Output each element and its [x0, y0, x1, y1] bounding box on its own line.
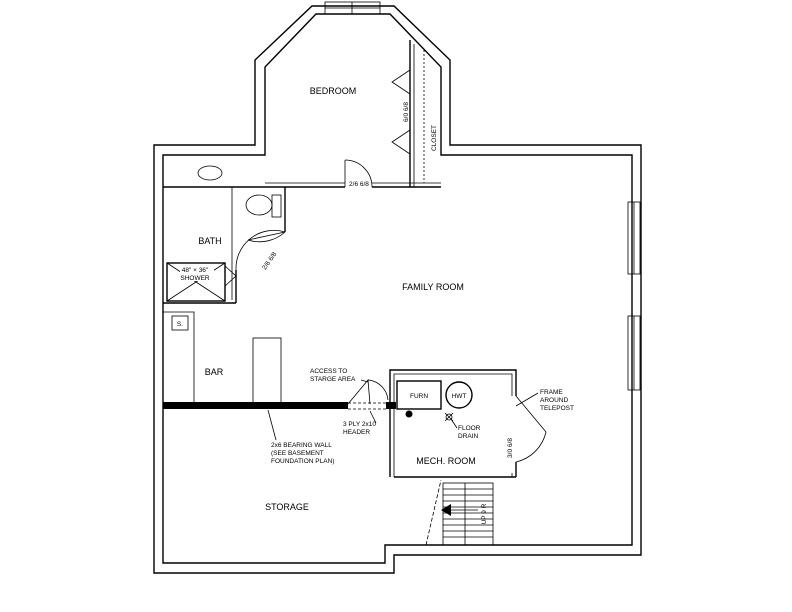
furnace: [396, 380, 442, 410]
closet-door-dimension: 6/0 6/8: [403, 102, 410, 122]
note-header-line-1: 3 PLY 2x10: [343, 421, 376, 428]
exterior-walls: [153, 5, 642, 574]
bar: S. BAR: [163, 311, 282, 405]
note-bearing-line-2: (SEE BASEMENT: [271, 450, 324, 457]
mech-room: FURN HWT FLOOR DRAIN MECH. ROOM 3/0 6/8: [389, 369, 547, 478]
floor-drain-line-1: FLOOR: [458, 425, 481, 432]
note-bearing-line-1: 2x6 BEARING WALL: [271, 442, 332, 449]
note-telepost-line-1: FRAME: [540, 389, 563, 396]
floor-drain-line-2: DRAIN: [458, 433, 479, 440]
sink-label: S.: [177, 321, 183, 328]
bearing-wall: [163, 378, 396, 410]
room-label-storage: STORAGE: [265, 502, 309, 512]
bedroom-door-dimension: 2/6 6/8: [349, 181, 369, 188]
room-label-family-room: FAMILY ROOM: [402, 282, 464, 292]
windows: [324, 1, 641, 391]
shower-size-label: 48" × 36": [182, 267, 209, 274]
bedroom: BEDROOM CLOSET 6/0 6/8 2/6 6/8: [265, 40, 441, 188]
room-label-mech-room: MECH. ROOM: [416, 456, 476, 466]
water-heater: [445, 381, 473, 409]
water-heater-label: HWT: [452, 393, 467, 400]
note-telepost-line-2: AROUND: [540, 397, 568, 404]
telepost: [405, 410, 413, 418]
note-access-line-2: STARGE AREA: [310, 376, 356, 383]
note-access-line-1: ACCESS TO: [310, 368, 347, 375]
furnace-label: FURN: [410, 393, 428, 400]
stairs: UP 9 R: [425, 479, 494, 546]
shower-label: SHOWER: [180, 275, 210, 282]
closet-label: CLOSET: [431, 125, 438, 151]
note-header-line-2: HEADER: [343, 429, 370, 436]
note-telepost-line-3: TELEPOST: [540, 405, 574, 412]
room-label-bar: BAR: [205, 367, 224, 377]
bath-door-dimension: 2/6 6/8: [261, 251, 278, 272]
room-label-bedroom: BEDROOM: [310, 86, 357, 96]
notes: ACCESS TO STARGE AREA 3 PLY 2x10 HEADER …: [267, 368, 574, 465]
stairs-label: UP 9 R: [481, 503, 488, 524]
note-bearing-line-3: FOUNDATION PLAN): [271, 458, 334, 465]
room-label-bath: BATH: [198, 236, 221, 246]
mech-door-dimension: 3/0 6/8: [507, 438, 514, 458]
